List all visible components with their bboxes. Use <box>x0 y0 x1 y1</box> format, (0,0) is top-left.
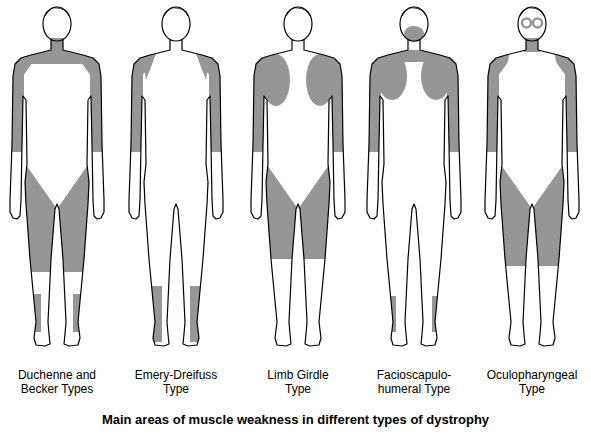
caption: Main areas of muscle weakness in differe… <box>0 412 591 427</box>
weak-area <box>377 52 407 100</box>
weak-area <box>24 162 90 272</box>
hair-line <box>402 8 426 16</box>
body-figure <box>5 7 109 346</box>
hair-line <box>164 8 188 16</box>
weak-area <box>79 48 91 76</box>
hair-line <box>286 8 310 16</box>
body-figure <box>480 7 584 346</box>
head-outline <box>518 7 546 41</box>
weak-area <box>404 26 424 42</box>
type-label: Emery-Dreifuss Type <box>126 368 226 396</box>
weak-area <box>265 162 331 259</box>
eye-bridge <box>531 22 534 24</box>
head-fill <box>43 7 71 41</box>
eye-area <box>522 19 531 28</box>
weak-area <box>499 162 565 266</box>
weak-area <box>23 48 35 76</box>
weak-area <box>384 296 396 332</box>
weak-area <box>432 296 444 332</box>
head-outline <box>400 7 428 41</box>
body-figure <box>246 7 350 346</box>
body-figure <box>362 7 466 346</box>
type-label: Facioscapulo- humeral Type <box>364 368 464 396</box>
head-fill <box>162 7 190 41</box>
body-outline <box>10 40 104 346</box>
head-fill <box>518 7 546 41</box>
weak-area <box>498 48 510 76</box>
weakness-areas <box>246 48 350 259</box>
head-outline <box>162 7 190 41</box>
body-fill <box>10 40 104 346</box>
body-outline <box>367 40 461 346</box>
head-fill <box>400 7 428 41</box>
eye-area <box>533 19 542 28</box>
body-figure <box>124 7 228 346</box>
body-outline <box>251 40 345 346</box>
body-fill <box>129 40 223 346</box>
weak-area <box>196 54 210 80</box>
hair-line <box>520 8 544 16</box>
type-label: Oculopharyngeal Type <box>477 368 587 396</box>
weakness-areas <box>362 26 466 332</box>
body-fill <box>367 40 461 346</box>
hair-line <box>45 8 69 16</box>
weak-area <box>554 48 566 76</box>
weakness-areas <box>5 38 109 332</box>
weak-area <box>142 54 156 80</box>
body-fill <box>251 40 345 346</box>
weak-area <box>421 52 451 100</box>
type-label: Limb Girdle Type <box>253 368 343 396</box>
body-outline <box>485 40 579 346</box>
head-fill <box>284 7 312 41</box>
weakness-areas <box>480 38 584 266</box>
body-outline <box>129 40 223 346</box>
head-outline <box>284 7 312 41</box>
head-outline <box>43 7 71 41</box>
type-label: Duchenne and Becker Types <box>7 368 107 396</box>
body-fill <box>485 40 579 346</box>
